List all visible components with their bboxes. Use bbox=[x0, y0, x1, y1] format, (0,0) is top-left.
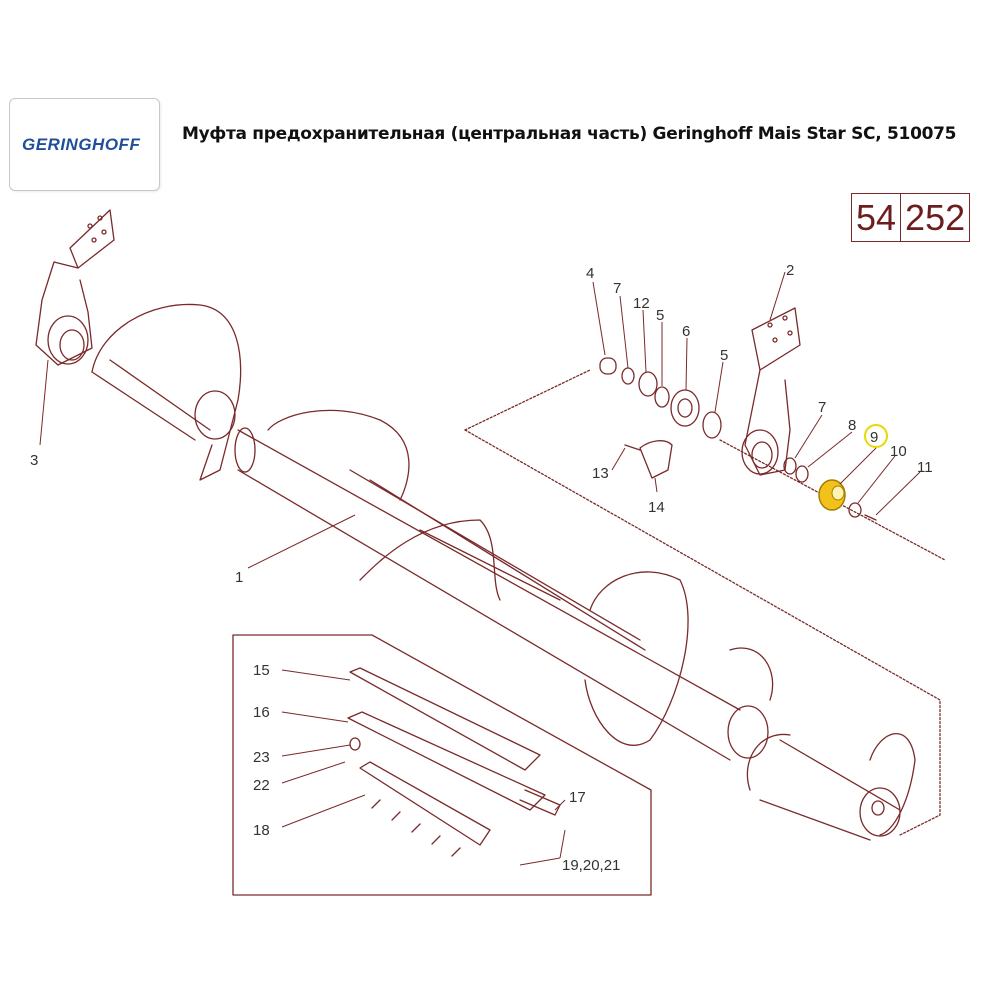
callout-9[interactable]: 9 bbox=[870, 429, 878, 446]
callout-18: 18 bbox=[253, 822, 270, 839]
callout-16: 16 bbox=[253, 704, 270, 721]
callout-12: 14 bbox=[648, 499, 665, 516]
page-number-box: 54 252 bbox=[851, 193, 971, 242]
highlighted-part-9[interactable] bbox=[818, 479, 846, 511]
callout-7b: 7 bbox=[818, 399, 826, 416]
callout-2: 2 bbox=[786, 262, 794, 279]
page-number-divider bbox=[900, 194, 902, 241]
highlight-ring bbox=[864, 424, 888, 448]
page-number-right: 252 bbox=[905, 197, 966, 238]
callout-6: 6 bbox=[682, 323, 690, 340]
callout-23: 23 bbox=[253, 749, 270, 766]
callout-22: 22 bbox=[253, 777, 270, 794]
callout-7a: 7 bbox=[613, 280, 621, 297]
callout-10: 10 bbox=[890, 443, 907, 460]
callout-3: 3 bbox=[30, 452, 38, 469]
logo-box: GERINGHOFF bbox=[9, 98, 160, 191]
main-tube-drawing bbox=[234, 409, 774, 761]
callout-19-20-21: 19,20,21 bbox=[562, 857, 620, 874]
callout-5a: 5 bbox=[656, 307, 664, 324]
geringhoff-logo: GERINGHOFF bbox=[22, 135, 141, 154]
callout-15: 15 bbox=[253, 662, 270, 679]
left-auger-drawing bbox=[91, 303, 242, 481]
callout-5b: 5 bbox=[720, 347, 728, 364]
page-number-left: 54 bbox=[856, 197, 897, 238]
page-title: Муфта предохранительная (центральная час… bbox=[182, 124, 957, 144]
right-bracket-drawing bbox=[741, 307, 801, 476]
callout-13: 13 bbox=[592, 465, 609, 482]
callout-4: 4 bbox=[586, 265, 594, 282]
callout-17: 17 bbox=[569, 789, 586, 806]
left-bracket-drawing bbox=[35, 209, 115, 366]
callout-14: 12 bbox=[633, 295, 650, 312]
leader-lines bbox=[39, 271, 921, 866]
right-auger-drawing bbox=[746, 732, 916, 841]
callout-8: 8 bbox=[848, 417, 856, 434]
lower-inset-frame bbox=[232, 634, 652, 896]
callout-1: 1 bbox=[235, 569, 243, 586]
callout-11: 11 bbox=[917, 459, 933, 476]
